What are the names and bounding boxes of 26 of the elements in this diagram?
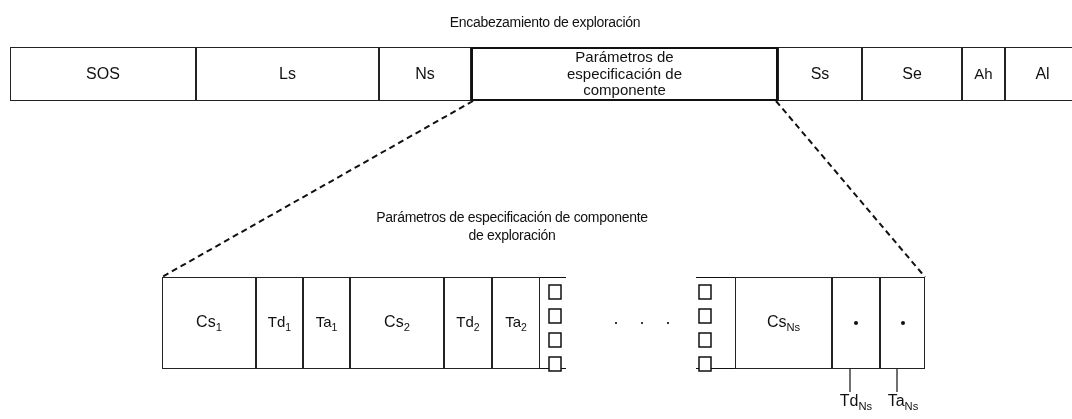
field-cell: Ta$_{2}$: [492, 277, 540, 369]
field-cell: Cs$_{1}$: [162, 277, 256, 369]
field-cell: Td$_{1}$: [256, 277, 303, 369]
field-cell: Ns: [379, 47, 471, 101]
field-cell: Parámetros de especificación de componente: [471, 47, 778, 101]
field-label: Td$_{Ns}$: [830, 392, 882, 418]
field-cell: Ta$_{1}$: [303, 277, 350, 369]
row-heading: Encabezamiento de exploración: [448, 13, 642, 32]
field-cell: [880, 277, 925, 369]
field-cell: Ah: [962, 47, 1005, 101]
field-cell: Ss: [778, 47, 862, 101]
field-cell: Ls: [196, 47, 379, 101]
field-cell: [832, 277, 880, 369]
leader-line: [849, 368, 851, 393]
field-cell: Se: [862, 47, 962, 101]
leader-line: [896, 368, 898, 393]
field-cell: Cs$_{2}$: [350, 277, 444, 369]
zoom-line: [161, 100, 474, 278]
zoom-line: [775, 100, 926, 278]
field-cell: Td$_{2}$: [444, 277, 492, 369]
ellipsis: . . .: [612, 308, 680, 329]
row-heading: Parámetros de especificación de componente de exploración: [375, 208, 649, 245]
field-cell: Al: [1005, 47, 1072, 101]
field-label: Ta$_{Ns}$: [880, 392, 926, 418]
field-cell: Cs$_{Ns}$: [735, 277, 832, 369]
field-cell: SOS: [10, 47, 196, 101]
